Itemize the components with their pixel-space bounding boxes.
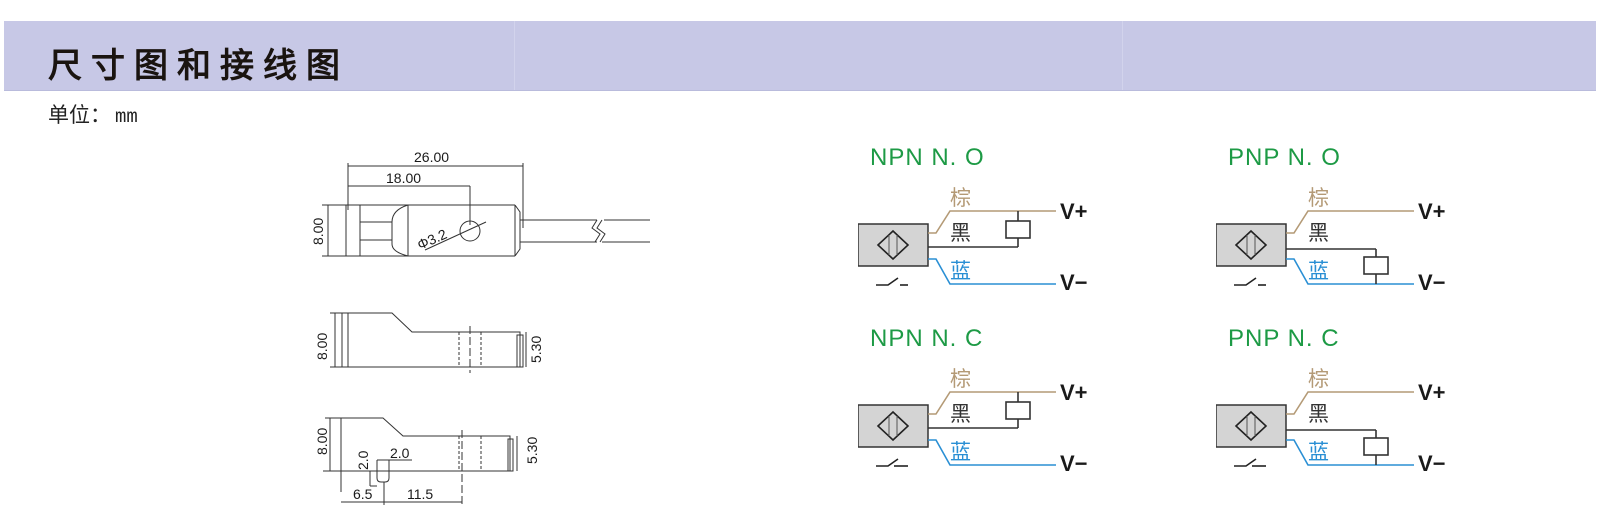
section-title: 尺寸图和接线图: [48, 46, 349, 86]
blue-label: 蓝: [950, 259, 971, 283]
side-view: [330, 312, 527, 373]
terminal-v-minus: V−: [1060, 451, 1088, 476]
normally-closed-contact-icon: [876, 458, 908, 467]
normally-open-contact-icon: [1234, 277, 1266, 286]
dim-slot-width: 2.0: [390, 445, 410, 461]
terminal-v-minus: V−: [1418, 270, 1446, 295]
brown-wire: [1286, 391, 1414, 415]
normally-closed-contact-icon: [1234, 458, 1266, 467]
banner-divider: [1122, 21, 1123, 90]
terminal-v-plus: V+: [1060, 199, 1088, 224]
brown-wire: [928, 210, 1056, 234]
blue-label: 蓝: [1308, 440, 1329, 464]
unit-label: 单位：: [48, 103, 111, 127]
banner-divider: [514, 21, 515, 90]
dim-slot-to-center: 11.5: [407, 486, 433, 502]
bottom-view: [323, 417, 518, 505]
unit-note: 单位：mm: [48, 99, 138, 129]
wiring-diagram-npn-nc: NPN N. C 棕 黑 蓝 V+ V−: [858, 325, 1088, 476]
wiring-title: NPN N. O: [870, 144, 985, 171]
dim-slot-depth: 2.0: [355, 450, 371, 470]
terminal-v-plus: V+: [1060, 380, 1088, 405]
terminal-v-plus: V+: [1418, 199, 1446, 224]
black-label: 黑: [950, 221, 971, 245]
dim-slot-offset: 6.5: [353, 486, 373, 502]
section-banner: [4, 21, 1596, 91]
dim-hole-diameter: Φ3.2: [415, 226, 450, 253]
brown-label: 棕: [950, 186, 971, 210]
dim-bottom-tail-height: 5.30: [524, 437, 540, 464]
load-symbol: [1363, 256, 1389, 275]
black-label: 黑: [1308, 402, 1329, 426]
load-symbol: [1005, 220, 1031, 239]
black-label: 黑: [950, 402, 971, 426]
brown-label: 棕: [950, 367, 971, 391]
brown-wire: [1286, 210, 1414, 234]
black-label: 黑: [1308, 221, 1329, 245]
top-view: [322, 163, 650, 257]
normally-open-contact-icon: [876, 277, 908, 286]
brown-wire: [928, 391, 1056, 415]
blue-label: 蓝: [950, 440, 971, 464]
dim-bottom-height: 8.00: [314, 428, 330, 455]
terminal-v-minus: V−: [1060, 270, 1088, 295]
blue-wire: [928, 439, 1056, 466]
unit-value: mm: [115, 106, 138, 128]
brown-label: 棕: [1308, 367, 1329, 391]
dim-overall-length: 26.00: [414, 149, 449, 165]
brown-label: 棕: [1308, 186, 1329, 210]
load-symbol: [1363, 437, 1389, 456]
wiring-title: NPN N. C: [870, 325, 983, 352]
blue-label: 蓝: [1308, 259, 1329, 283]
wiring-diagram-npn-no: NPN N. O 棕 黑 蓝 V+ V−: [858, 144, 1088, 295]
dim-side-tail-height: 5.30: [528, 336, 544, 363]
blue-wire: [1286, 258, 1414, 285]
wiring-diagram-pnp-no: PNP N. O 棕 黑 蓝 V+ V−: [1216, 144, 1446, 295]
blue-wire: [928, 258, 1056, 285]
wiring-diagram-pnp-nc: PNP N. C 棕 黑 蓝 V+ V−: [1216, 325, 1446, 476]
terminal-v-plus: V+: [1418, 380, 1446, 405]
blue-wire: [1286, 439, 1414, 466]
wiring-title: PNP N. C: [1228, 325, 1340, 352]
terminal-v-minus: V−: [1418, 451, 1446, 476]
dim-hole-distance: 18.00: [386, 170, 421, 186]
dim-top-height: 8.00: [310, 218, 326, 245]
dim-side-height: 8.00: [314, 333, 330, 360]
wiring-title: PNP N. O: [1228, 144, 1341, 171]
load-symbol: [1005, 401, 1031, 420]
